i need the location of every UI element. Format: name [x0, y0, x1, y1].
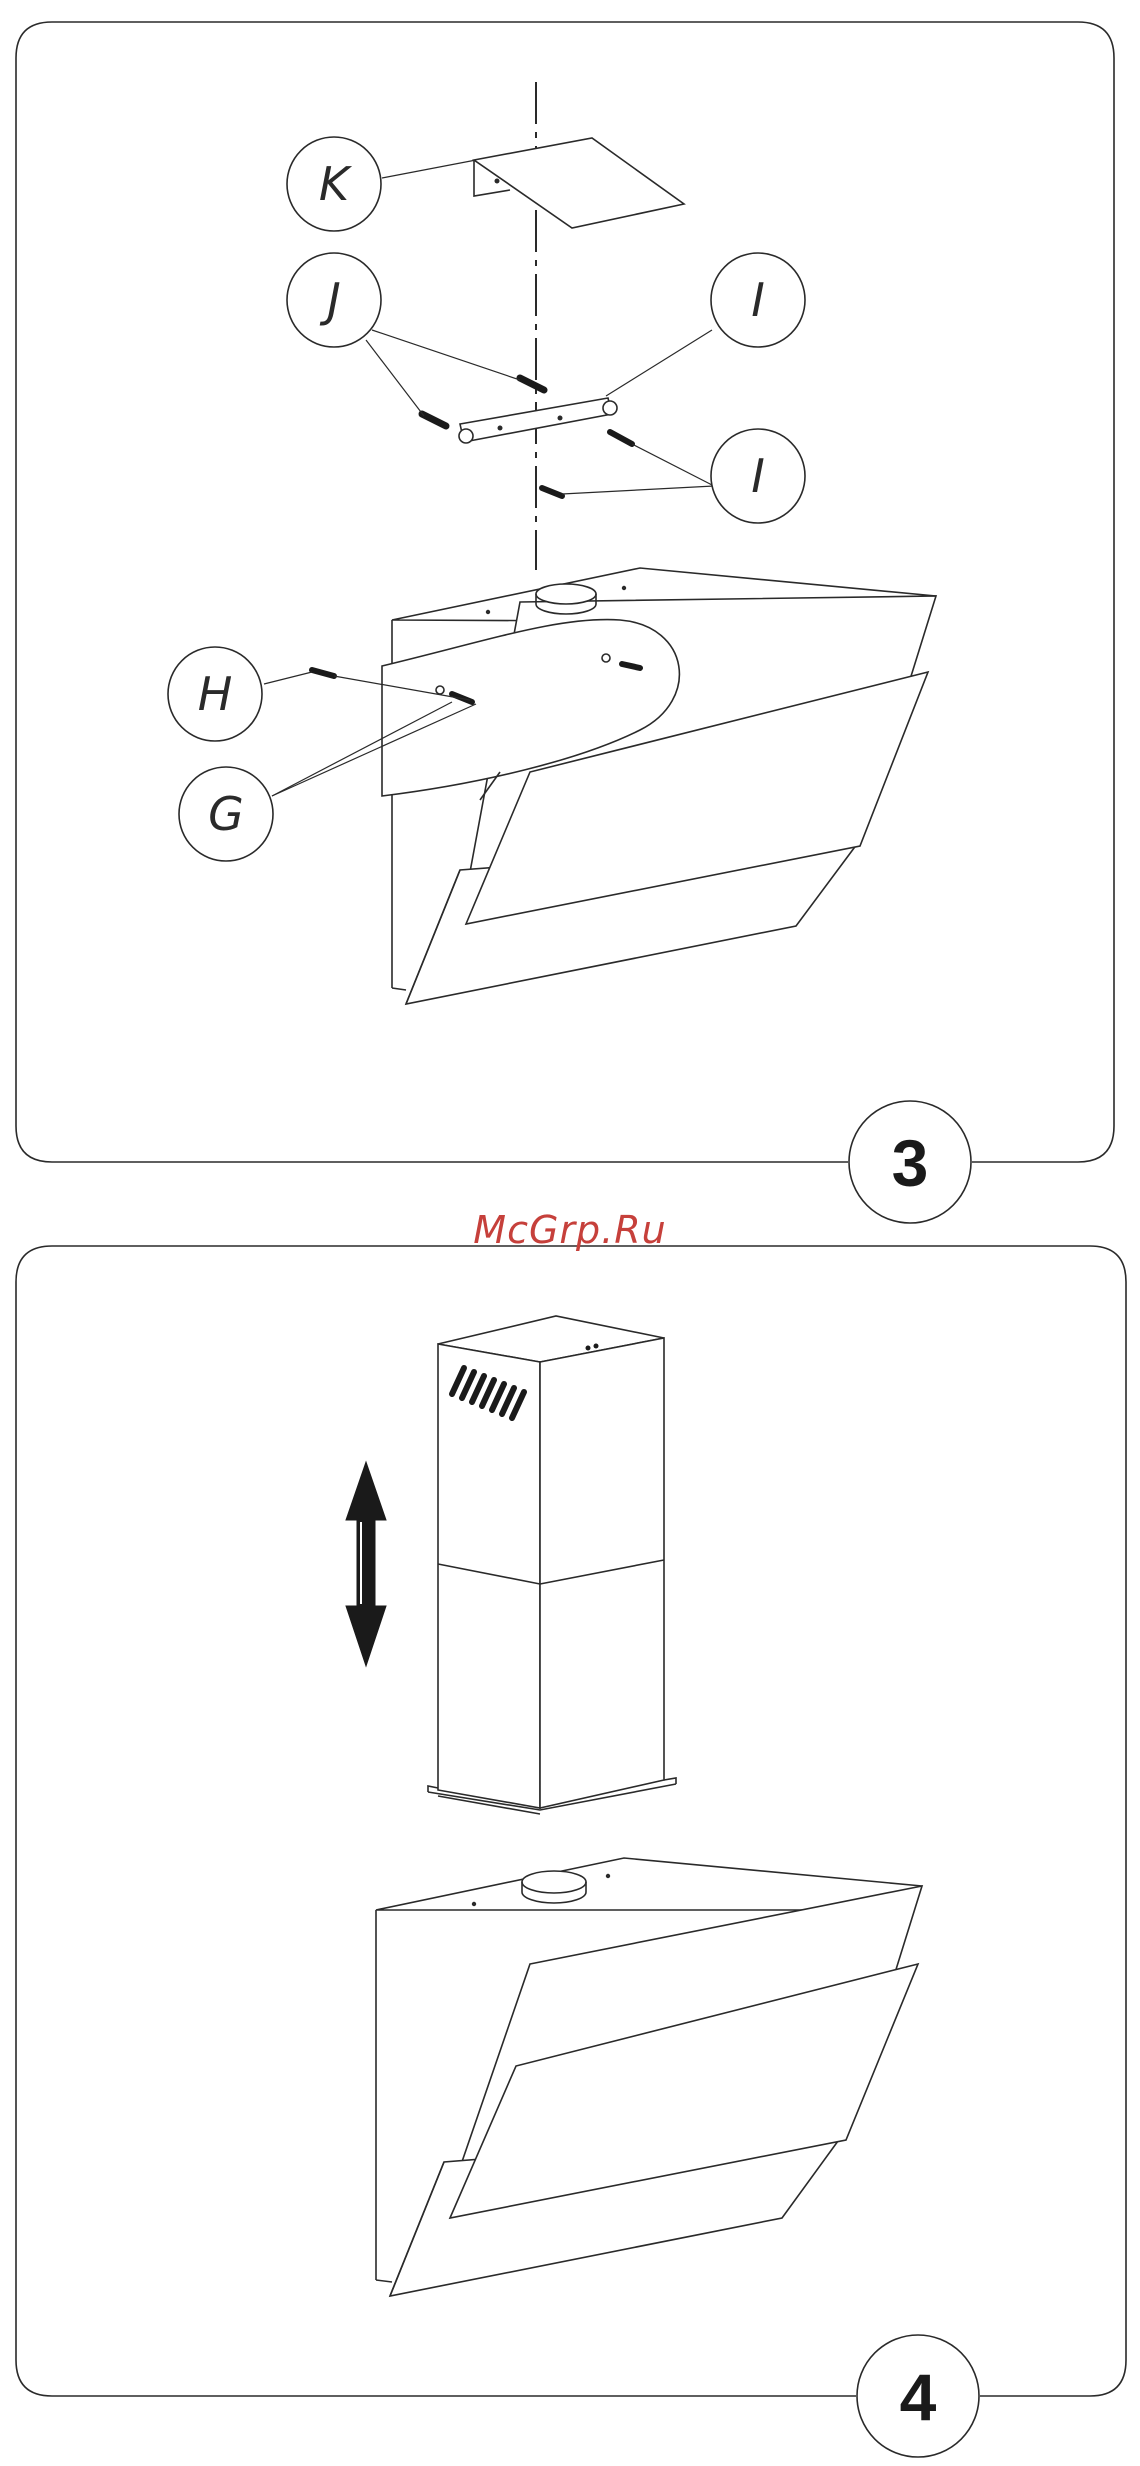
- hood-body-3: [382, 568, 936, 1004]
- svg-text:I: I: [751, 273, 765, 327]
- callout-k: K: [287, 137, 381, 231]
- screw-h: [312, 670, 334, 676]
- callout-g: G: [179, 767, 273, 861]
- screw-i-center: [542, 488, 562, 496]
- svg-text:G: G: [208, 787, 244, 841]
- callout-j: J: [287, 253, 381, 347]
- callout-h: H: [168, 647, 262, 741]
- svg-text:H: H: [198, 667, 233, 721]
- screw-i-right: [610, 432, 632, 444]
- callout-i-lower: I: [711, 429, 805, 523]
- panel-4: 4: [16, 1246, 1126, 2457]
- svg-text:K: K: [319, 157, 353, 211]
- hood-body-4: [376, 1858, 922, 2296]
- mounting-plate-k: [474, 138, 684, 228]
- adjust-arrow-icon: [346, 1462, 386, 1666]
- step-4-number: 4: [900, 2360, 937, 2434]
- watermark: McGrp.Ru: [0, 1208, 1140, 1252]
- bracket-i: [459, 398, 617, 443]
- callout-i-upper: I: [711, 253, 805, 347]
- svg-text:I: I: [751, 449, 765, 503]
- step-4-badge: 4: [857, 2335, 979, 2457]
- step-3-badge: 3: [849, 1101, 971, 1223]
- screw-j-left: [422, 414, 446, 426]
- screw-j-upper: [520, 378, 544, 390]
- panel-3: 3: [16, 22, 1114, 1223]
- step-3-number: 3: [892, 1126, 929, 1200]
